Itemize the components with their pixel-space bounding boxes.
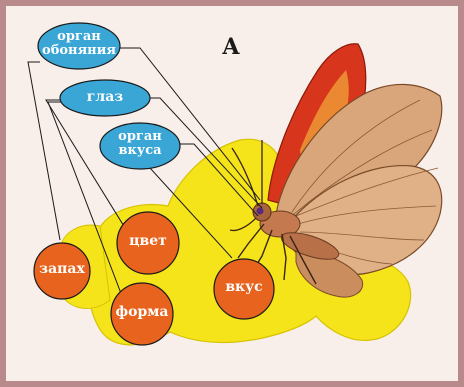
circle-taste	[214, 259, 274, 319]
oval-taste-organ	[100, 123, 180, 169]
oval-eye	[60, 80, 150, 116]
circle-shape	[111, 283, 173, 345]
oval-smell-organ	[38, 23, 120, 69]
circle-color	[117, 212, 179, 274]
line-eye-color	[46, 100, 130, 236]
panel-label: А	[222, 34, 240, 60]
butterfly-eye	[257, 208, 264, 215]
circle-smell	[34, 243, 90, 299]
line-smell-organ-smell	[28, 62, 60, 240]
